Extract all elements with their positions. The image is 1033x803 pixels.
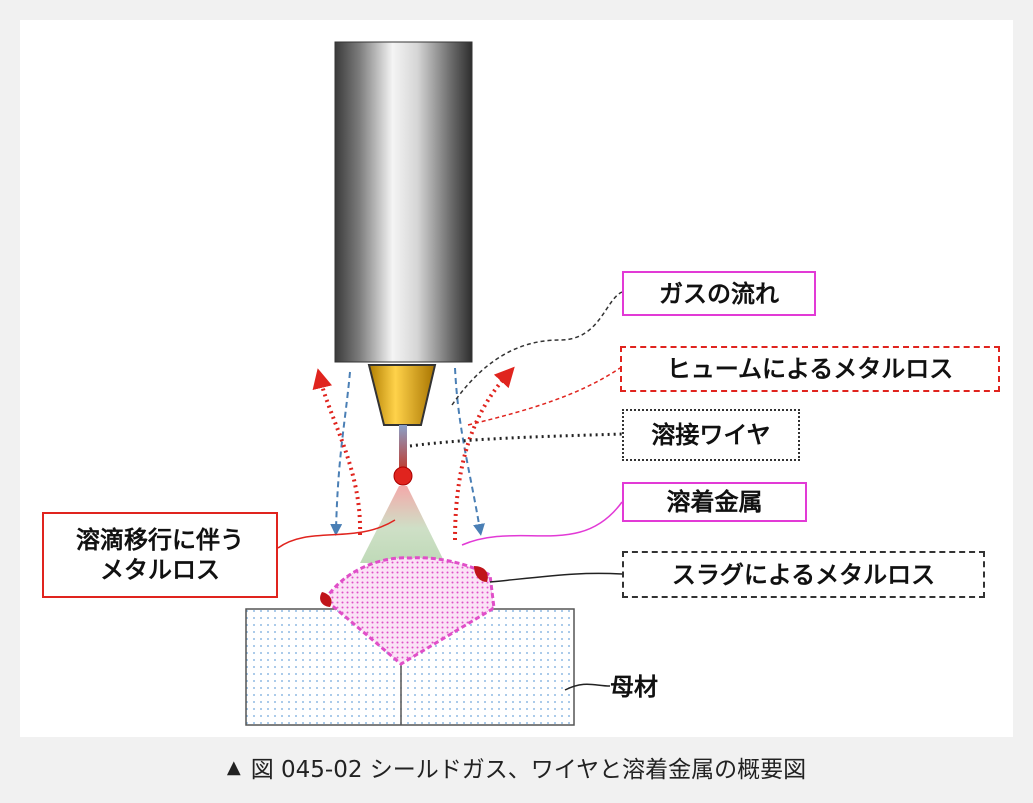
label-droplet-line-2: メタルロス [100, 556, 220, 584]
leader-deposited-metal [461, 501, 623, 546]
leader-droplet-loss [277, 519, 396, 549]
leader-gas-flow [451, 291, 623, 406]
label-welding-wire: 溶接ワイヤ [622, 409, 800, 461]
gas-flow-arrow-left [330, 371, 351, 536]
molten-droplet [393, 466, 413, 486]
label-fume-metal-loss: ヒュームによるメタルロス [620, 346, 1000, 392]
slag-spot-right [474, 566, 488, 582]
fume-loss-arrow-right [453, 366, 515, 541]
torch-body [334, 41, 473, 363]
contact-tip [367, 364, 437, 426]
label-gas-flow: ガスの流れ [622, 271, 816, 316]
leader-base-metal [564, 683, 611, 691]
label-slag-metal-loss: スラグによるメタルロス [622, 551, 985, 598]
weld-bead [323, 556, 496, 666]
leader-fume-loss [467, 367, 621, 426]
caption-text: 図 045-02 シールドガス、ワイヤと溶着金属の概要図 [250, 757, 807, 783]
arc-cone [360, 486, 445, 563]
welding-wire [399, 425, 407, 471]
label-deposited-metal: 溶着金属 [622, 482, 807, 522]
label-droplet-line-1: 溶滴移行に伴う [76, 526, 244, 554]
figure-caption: ▲ 図 045-02 シールドガス、ワイヤと溶着金属の概要図 [0, 744, 1033, 790]
label-base-metal: 母材 [610, 673, 658, 701]
leader-wire [409, 432, 623, 448]
gas-flow-arrow-right [454, 367, 485, 536]
label-droplet-metal-loss: 溶滴移行に伴う メタルロス [42, 512, 278, 598]
leader-slag-loss [489, 572, 623, 583]
triangle-icon: ▲ [226, 756, 241, 778]
slag-spot-left [320, 592, 332, 607]
